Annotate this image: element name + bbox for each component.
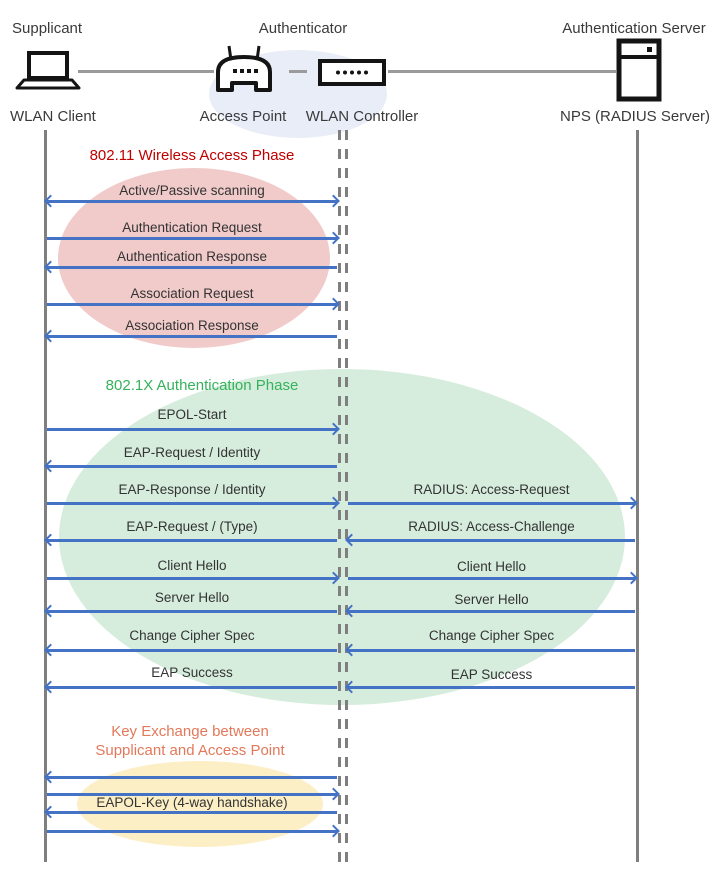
message-arrow-client-hello-left	[47, 577, 337, 580]
message-arrow-radius-access-challenge	[348, 539, 635, 542]
phase1-ellipse	[58, 168, 330, 348]
message-arrow-authentication-request	[47, 237, 337, 240]
message-label-eap-response-identity: EAP-Response / Identity	[118, 482, 266, 497]
message-label-server-hello-right: Server Hello	[454, 592, 529, 607]
message-label-eap-request-identity: EAP-Request / Identity	[123, 445, 261, 460]
message-arrow-eapol-key-2	[47, 793, 337, 796]
role-label-supplicant: Supplicant	[12, 20, 83, 37]
wlan-controller-icon	[318, 59, 386, 86]
phase1-title: 802.11 Wireless Access Phase	[89, 147, 295, 164]
message-label-radius-access-challenge: RADIUS: Access-Challenge	[408, 519, 575, 534]
message-label-eapol-key-4way-handshake: EAPOL-Key (4-way handshake)	[96, 795, 288, 810]
message-label-server-hello-left: Server Hello	[154, 590, 230, 605]
message-arrow-eap-request-identity	[47, 465, 337, 468]
phase2-title: 802.1X Authentication Phase	[105, 377, 299, 394]
message-arrow-server-hello-left	[47, 610, 337, 613]
role-label-authentication-server: Authentication Server	[562, 20, 706, 37]
message-arrow-epol-start	[47, 428, 337, 431]
message-arrow-client-hello-right	[348, 577, 635, 580]
message-arrow-radius-access-request	[348, 502, 635, 505]
message-arrow-eap-success-left	[47, 686, 337, 689]
message-label-authentication-request: Authentication Request	[122, 220, 262, 235]
connector-line-controller-server	[388, 70, 616, 73]
access-point-icon	[216, 45, 272, 92]
node-label-access-point: Access Point	[199, 108, 287, 125]
message-label-association-request: Association Request	[130, 286, 254, 301]
phase3-title-line1: Key Exchange between	[111, 723, 269, 740]
message-label-radius-access-request: RADIUS: Access-Request	[413, 482, 570, 497]
node-label-nps-radius-server: NPS (RADIUS Server)	[560, 108, 711, 125]
message-arrow-change-cipher-spec-right	[348, 649, 635, 652]
message-label-change-cipher-spec-right: Change Cipher Spec	[428, 628, 555, 643]
message-arrow-eapol-key-1	[47, 776, 337, 779]
message-arrow-authentication-response	[47, 266, 337, 269]
message-label-association-response: Association Response	[125, 318, 259, 333]
message-arrow-eapol-key-3	[47, 811, 337, 814]
role-label-authenticator: Authenticator	[258, 20, 348, 37]
lifeline-wlan-client	[44, 130, 47, 862]
message-arrow-active-passive-scanning	[47, 200, 337, 203]
message-arrow-eap-response-identity	[47, 502, 337, 505]
node-label-wlan-client: WLAN Client	[10, 108, 96, 125]
lifeline-authenticator-dashed-left	[338, 130, 341, 862]
message-arrow-association-response	[47, 335, 337, 338]
lifeline-authenticator-dashed-right	[345, 130, 348, 862]
message-arrow-association-request	[47, 303, 337, 306]
message-arrow-change-cipher-spec-left	[47, 649, 337, 652]
phase3-title-line2: Supplicant and Access Point	[95, 742, 285, 759]
node-label-wlan-controller: WLAN Controller	[305, 108, 419, 125]
message-arrow-eap-success-right	[348, 686, 635, 689]
message-arrow-server-hello-right	[348, 610, 635, 613]
message-label-active-passive-scanning: Active/Passive scanning	[119, 183, 265, 198]
server-icon	[616, 38, 662, 102]
laptop-icon	[15, 51, 81, 90]
connector-line-ap-controller	[289, 70, 307, 73]
message-label-eap-request-type: EAP-Request / (Type)	[126, 519, 258, 534]
message-arrow-eapol-key-4	[47, 830, 337, 833]
message-label-epol-start: EPOL-Start	[157, 407, 227, 422]
message-label-change-cipher-spec-left: Change Cipher Spec	[129, 628, 255, 643]
phase3-title: Key Exchange between Supplicant and Acce…	[45, 722, 335, 760]
message-label-client-hello-right: Client Hello	[456, 559, 527, 574]
lifeline-radius-server	[636, 130, 639, 862]
message-label-client-hello-left: Client Hello	[157, 558, 227, 573]
message-label-authentication-response: Authentication Response	[116, 249, 268, 264]
message-arrow-eap-request-type	[47, 539, 337, 542]
message-label-eap-success-right: EAP Success	[450, 667, 533, 682]
message-label-eap-success-left: EAP Success	[151, 665, 233, 680]
connector-line-client-ap	[78, 70, 214, 73]
